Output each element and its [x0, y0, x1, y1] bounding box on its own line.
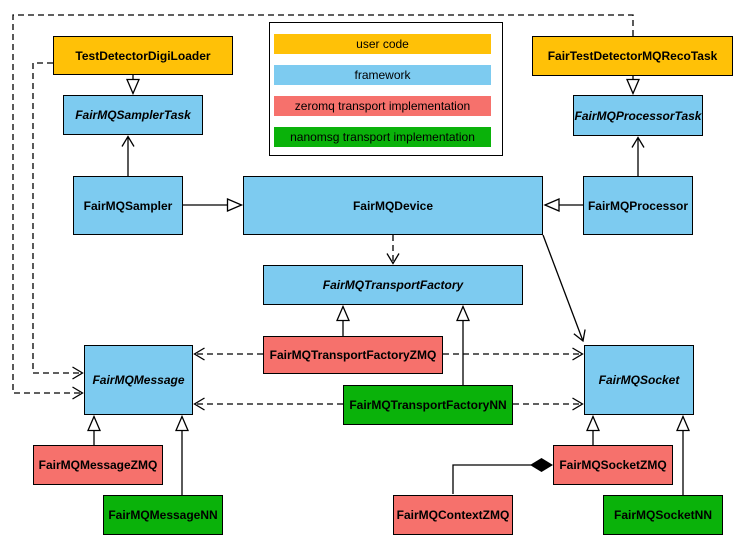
- legend-item-nanomsg: nanomsg transport implementation: [274, 127, 491, 147]
- legend-item-zeromq: zeromq transport implementation: [274, 96, 491, 116]
- composition-diamond-icon: [530, 458, 553, 472]
- legend-item-framework: framework: [274, 65, 491, 85]
- class-box-test-detector-digi-loader: TestDetectorDigiLoader: [53, 36, 233, 75]
- dashed-edge-recotask-to-message: [12, 14, 634, 400]
- class-box-fairmq-sampler: FairMQSampler: [73, 176, 183, 235]
- legend: user code framework zeromq transport imp…: [269, 22, 503, 156]
- class-box-fairmq-socket-zmq: FairMQSocketZMQ: [553, 445, 673, 485]
- class-box-fairmq-transport-factory: FairMQTransportFactory: [263, 265, 523, 305]
- class-box-fairmq-processor: FairMQProcessor: [583, 176, 693, 235]
- class-box-fairmq-socket: FairMQSocket: [584, 345, 694, 415]
- arrow-edge-device-to-socket: [542, 234, 586, 343]
- class-box-fairmq-message: FairMQMessage: [84, 345, 193, 415]
- class-box-fairmq-processor-task: FairMQProcessorTask: [573, 95, 703, 136]
- legend-item-user-code: user code: [274, 34, 491, 54]
- class-box-fairmq-socket-nn: FairMQSocketNN: [603, 495, 723, 535]
- class-box-fairmq-message-zmq: FairMQMessageZMQ: [33, 445, 163, 485]
- composition-edge-contextzmq-to-socketzmq: [452, 464, 531, 494]
- class-box-fairmq-sampler-task: FairMQSamplerTask: [63, 95, 203, 135]
- class-box-fairmq-context-zmq: FairMQContextZMQ: [393, 495, 513, 535]
- class-box-fairmq-message-nn: FairMQMessageNN: [103, 495, 223, 535]
- class-box-fairmq-device: FairMQDevice: [243, 176, 543, 235]
- class-box-fair-test-detector-mq-reco-task: FairTestDetectorMQRecoTask: [532, 36, 733, 76]
- dashed-edge-digiloader-to-message: [32, 62, 84, 380]
- class-box-fairmq-transport-factory-zmq: FairMQTransportFactoryZMQ: [263, 336, 443, 374]
- class-box-fairmq-transport-factory-nn: FairMQTransportFactoryNN: [343, 385, 513, 425]
